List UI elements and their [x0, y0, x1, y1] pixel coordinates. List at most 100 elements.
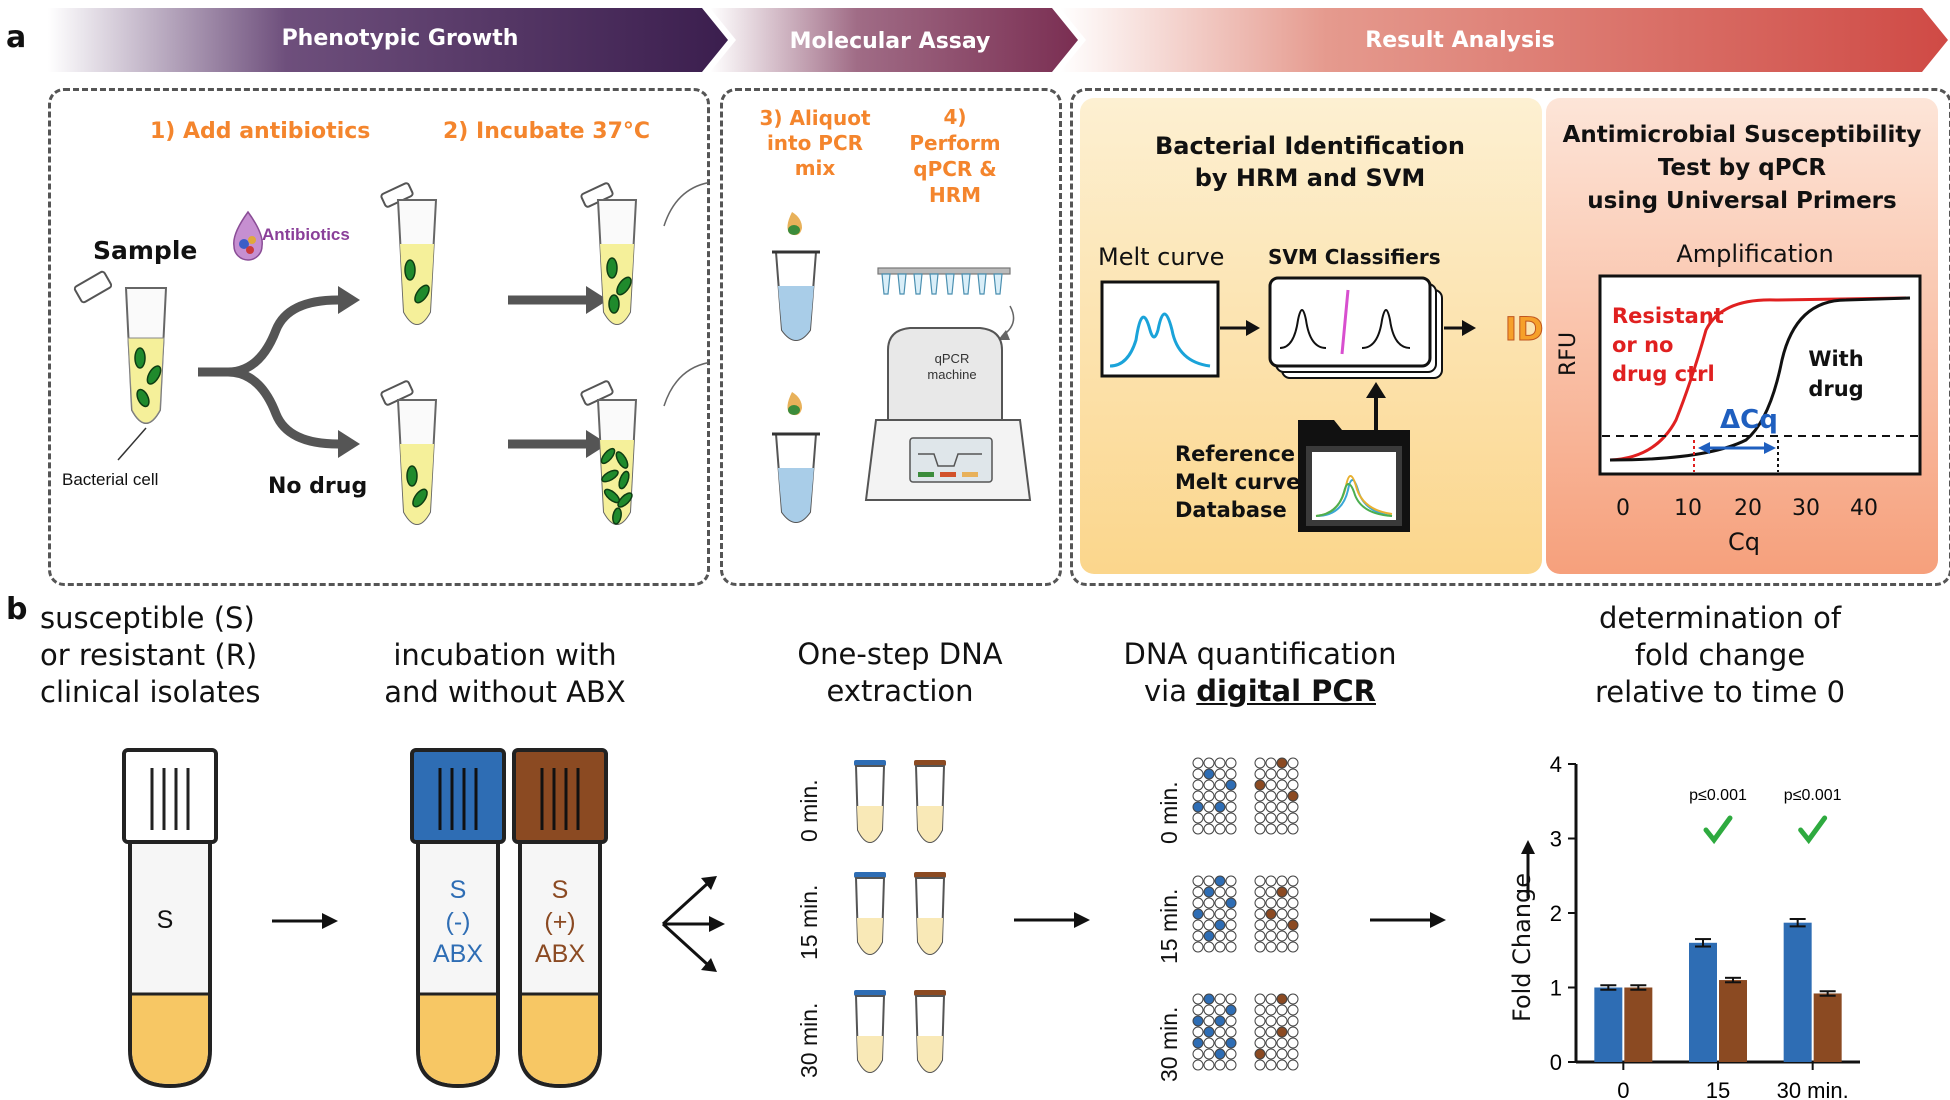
dpcr-droplet	[1287, 757, 1299, 769]
dpcr-droplet	[1276, 930, 1288, 942]
dpcr-droplet	[1225, 875, 1237, 887]
dpcr-droplet	[1225, 886, 1237, 898]
dpcr-droplet	[1214, 1059, 1226, 1071]
database-folder-icon	[1298, 420, 1410, 532]
dpcr-droplet	[1265, 875, 1277, 887]
id-label: ID	[1504, 310, 1544, 349]
dpcr-droplet	[1254, 993, 1266, 1005]
dpcr-droplet	[1192, 768, 1204, 780]
dpcr-droplet	[1265, 886, 1277, 898]
dpcr-droplet	[1203, 1004, 1215, 1016]
time-label-0-extraction: 0 min.	[796, 779, 822, 842]
amplification-label: Amplification	[1676, 240, 1834, 268]
dpcr-droplet	[1254, 941, 1266, 953]
dpcr-droplet	[1192, 823, 1204, 835]
dpcr-droplet	[1287, 812, 1299, 824]
dpcr-droplet	[1254, 886, 1266, 898]
dpcr-droplet	[1203, 779, 1215, 791]
time-label-15-dpcr: 15 min.	[1156, 888, 1182, 964]
dpcr-grid-0-abx	[1254, 757, 1299, 835]
x-tick-label: 30 min.	[1777, 1078, 1849, 1100]
dpcr-droplet	[1214, 812, 1226, 824]
melt-curve-label: Melt curve	[1098, 243, 1225, 271]
dpcr-droplet	[1192, 941, 1204, 953]
antibiotics-label: Antibiotics	[262, 225, 350, 244]
dpcr-droplet	[1214, 801, 1226, 813]
dpcr-droplet	[1276, 886, 1288, 898]
dpcr-droplet	[1287, 1059, 1299, 1071]
dpcr-droplet	[1287, 897, 1299, 909]
y-tick-label: 1	[1550, 976, 1562, 1001]
dpcr-droplet	[1225, 757, 1237, 769]
dpcr-droplet	[1214, 1004, 1226, 1016]
bar-1-0	[1689, 942, 1717, 1062]
dpcr-droplet	[1192, 757, 1204, 769]
dpcr-droplet	[1265, 812, 1277, 824]
dpcr-droplet	[1276, 801, 1288, 813]
dpcr-droplet	[1276, 941, 1288, 953]
dpcr-droplet	[1265, 768, 1277, 780]
time-label-0-dpcr: 0 min.	[1156, 781, 1182, 844]
growth-illustration	[73, 182, 708, 525]
dpcr-droplet	[1265, 790, 1277, 802]
time-label-15-extraction: 15 min.	[796, 884, 822, 960]
dpcr-grid-1-abx	[1254, 875, 1299, 953]
dpcr-droplet	[1265, 1059, 1277, 1071]
panel-a-label: a	[6, 20, 27, 55]
dpcr-droplet	[1287, 1015, 1299, 1027]
dpcr-droplet	[1265, 801, 1277, 813]
dpcr-droplet	[1214, 1048, 1226, 1060]
amplification-plot	[1598, 274, 1922, 476]
pcr-tube-lower-icon	[772, 392, 820, 523]
dpcr-droplet	[1287, 993, 1299, 1005]
dpcr-droplet	[1214, 875, 1226, 887]
dpcr-droplet	[1225, 919, 1237, 931]
dpcr-droplet	[1254, 919, 1266, 931]
susceptible-tube-icon	[122, 748, 218, 1089]
bar-0-0	[1594, 987, 1623, 1062]
dpcr-droplet	[1225, 941, 1237, 953]
time-label-30-dpcr: 30 min.	[1156, 1006, 1182, 1082]
dpcr-droplet	[1276, 823, 1288, 835]
dpcr-droplet	[1276, 768, 1288, 780]
dpcr-droplet	[1225, 897, 1237, 909]
dpcr-droplet	[1276, 812, 1288, 824]
dpcr-droplet	[1225, 801, 1237, 813]
lower-incubation-tube-2	[580, 380, 638, 525]
dpcr-droplet	[1265, 1037, 1277, 1049]
dpcr-droplet	[1287, 930, 1299, 942]
dpcr-droplet	[1254, 897, 1266, 909]
cq-axis-label: Cq	[1728, 528, 1760, 556]
dpcr-droplet	[1254, 1048, 1266, 1060]
isolates-caption: susceptible (S)or resistant (R)clinical …	[40, 601, 261, 709]
bar-2-0	[1783, 922, 1812, 1062]
dpcr-droplet	[1287, 823, 1299, 835]
x-tick-label: 0	[1617, 1078, 1629, 1100]
dpcr-droplet	[1276, 919, 1288, 931]
p-value-annotation: p≤0.001	[1784, 787, 1842, 804]
dpcr-droplet	[1276, 993, 1288, 1005]
dpcr-droplet	[1265, 941, 1277, 953]
dpcr-droplet	[1214, 930, 1226, 942]
dpcr-droplet	[1214, 1026, 1226, 1038]
dpcr-droplet	[1265, 757, 1277, 769]
dpcr-droplet	[1287, 768, 1299, 780]
dpcr-droplet	[1276, 790, 1288, 802]
melt-curve-plot	[1100, 280, 1220, 378]
panel-b-label: b	[6, 592, 28, 627]
dpcr-droplet	[1287, 875, 1299, 887]
dpcr-droplet	[1214, 941, 1226, 953]
dpcr-droplet	[1214, 908, 1226, 920]
dpcr-droplet	[1203, 930, 1215, 942]
dpcr-droplet	[1254, 1004, 1266, 1016]
dpcr-droplet	[1214, 897, 1226, 909]
no-drug-label: No drug	[268, 474, 368, 499]
dpcr-droplet	[1203, 1059, 1215, 1071]
dpcr-droplet	[1254, 823, 1266, 835]
dpcr-droplet	[1192, 801, 1204, 813]
dpcr-droplet	[1254, 768, 1266, 780]
